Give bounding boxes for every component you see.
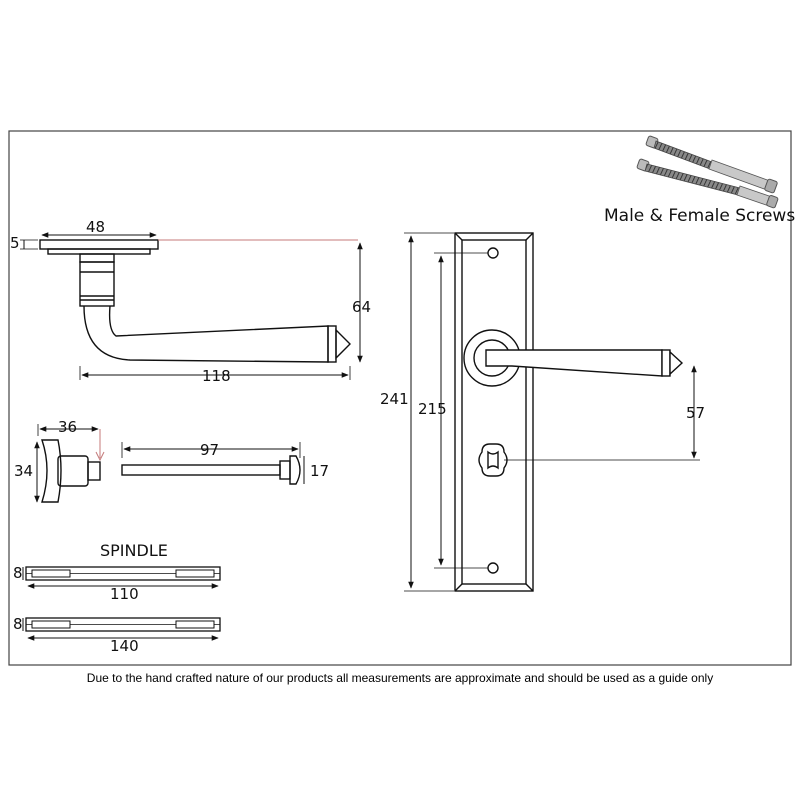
- dim-spindle-short-length: 110: [110, 585, 139, 603]
- lever-neck: [79, 261, 115, 307]
- dim-rose-thickness: 5: [10, 234, 20, 252]
- dim-spindle-long-length: 140: [110, 637, 139, 655]
- side-view-dimensions: 48 5 64 118: [10, 218, 371, 385]
- top-fixing-hole: [487, 247, 499, 259]
- thumb-turn-knob: [41, 439, 62, 503]
- spindle-long: 8 140: [13, 615, 221, 655]
- release-spindle: [121, 455, 301, 485]
- screws-label: Male & Female Screws: [604, 206, 795, 226]
- dim-lever-to-turn: 57: [686, 404, 705, 422]
- dim-turn-length: 36: [58, 418, 77, 436]
- lever-front: [485, 349, 663, 377]
- dim-release-height: 17: [310, 462, 329, 480]
- screws-illustration: Male & Female Screws: [604, 135, 795, 226]
- dim-fixing-centres: 215: [418, 400, 447, 418]
- rose-plate: [39, 239, 159, 250]
- thumb-turn-dimensions: 36 34: [14, 418, 105, 503]
- backplate: [454, 232, 534, 592]
- front-view-dimensions: 241 215 57: [380, 232, 705, 592]
- male-screw: [645, 135, 778, 194]
- drawing-frame: [8, 130, 792, 666]
- dim-turn-height: 34: [14, 462, 33, 480]
- spindle-title: SPINDLE: [100, 541, 168, 560]
- dim-spindle-short-thickness: 8: [13, 564, 23, 582]
- dim-spindle-long-thickness: 8: [13, 615, 23, 633]
- dim-lever-length: 118: [202, 367, 231, 385]
- lever-tip: [335, 328, 351, 360]
- bottom-fixing-hole: [487, 562, 499, 574]
- backplate-front-view: [454, 232, 684, 592]
- release-dimensions: 97 17: [121, 441, 329, 484]
- female-screw: [636, 158, 779, 209]
- dim-lever-height: 64: [352, 298, 371, 316]
- dim-release-length: 97: [200, 441, 219, 459]
- turn-escutcheon: [478, 443, 508, 477]
- thumb-turn-side-view: [41, 439, 101, 503]
- dim-plate-height: 241: [380, 390, 409, 408]
- lever-arm: [83, 305, 329, 363]
- lever-side-view: [39, 239, 351, 363]
- disclaimer-text: Due to the hand crafted nature of our pr…: [86, 671, 714, 685]
- dim-rose-width: 48: [86, 218, 105, 236]
- spindle-short: 8 110: [13, 564, 221, 603]
